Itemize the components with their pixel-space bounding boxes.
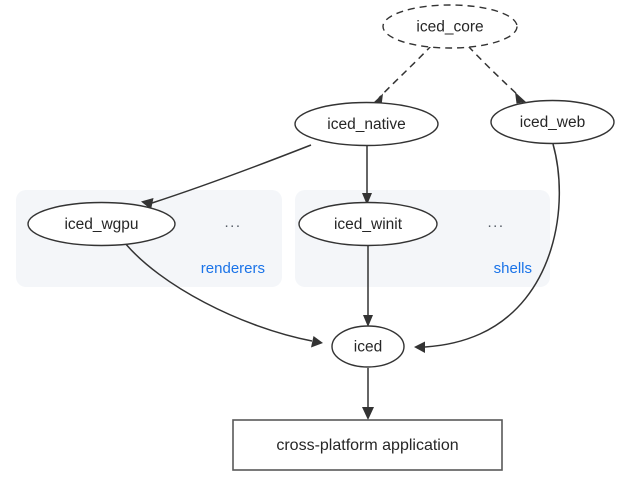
node-iced-native-label: iced_native (327, 116, 405, 133)
arrowhead-iced-web (515, 92, 526, 104)
node-iced-web-label: iced_web (520, 114, 586, 131)
cluster-shells-label: shells (494, 260, 532, 277)
node-iced-shape[interactable] (331, 325, 405, 368)
node-iced-native-shape[interactable] (294, 101, 439, 147)
node-iced-core-label: iced_core (416, 19, 483, 36)
node-iced-core-shape[interactable] (382, 4, 518, 49)
edge-iced-to-application (362, 368, 374, 420)
node-application-label: cross-platform application (276, 437, 458, 454)
edge-iced-native-to-iced-wgpu (141, 144, 312, 210)
arrowhead-iced-wgpu (141, 198, 154, 210)
node-iced-core[interactable]: iced_core (382, 4, 518, 49)
node-application-shape[interactable] (232, 419, 503, 471)
edge-iced-web-to-iced (414, 143, 561, 353)
node-iced-web[interactable]: iced_web (490, 99, 615, 145)
arrowhead-iced-from-wgpu (311, 336, 323, 348)
edge-iced-winit-to-iced (363, 246, 373, 327)
node-iced-label: iced (354, 339, 382, 356)
node-iced-winit[interactable]: iced_winit (298, 201, 438, 247)
edge-iced-core-to-iced-web (467, 45, 526, 104)
cluster-renderers-label: renderers (201, 260, 265, 277)
node-iced-winit-label: iced_winit (334, 216, 403, 233)
node-iced[interactable]: iced (331, 325, 405, 368)
arrowhead-iced-from-winit (363, 315, 373, 327)
arrowhead-iced-winit (362, 193, 372, 205)
edge-iced-wgpu-to-iced (124, 242, 323, 348)
node-iced-winit-shape[interactable] (298, 201, 438, 247)
cluster-shells-ellipsis: ... (487, 214, 504, 231)
node-iced-wgpu-label: iced_wgpu (64, 216, 138, 233)
node-iced-wgpu[interactable]: iced_wgpu (27, 201, 176, 247)
arrowhead-iced-from-web (414, 341, 425, 353)
node-iced-wgpu-shape[interactable] (27, 201, 176, 247)
edge-iced-native-to-iced-winit (362, 146, 372, 205)
node-cross-platform-application[interactable]: cross-platform application (232, 419, 503, 471)
node-iced-native[interactable]: iced_native (294, 101, 439, 147)
arrowhead-application (362, 407, 374, 420)
cluster-renderers-ellipsis: ... (224, 214, 241, 231)
node-iced-web-shape[interactable] (490, 99, 615, 145)
edge-iced-core-to-iced-native (372, 44, 433, 106)
